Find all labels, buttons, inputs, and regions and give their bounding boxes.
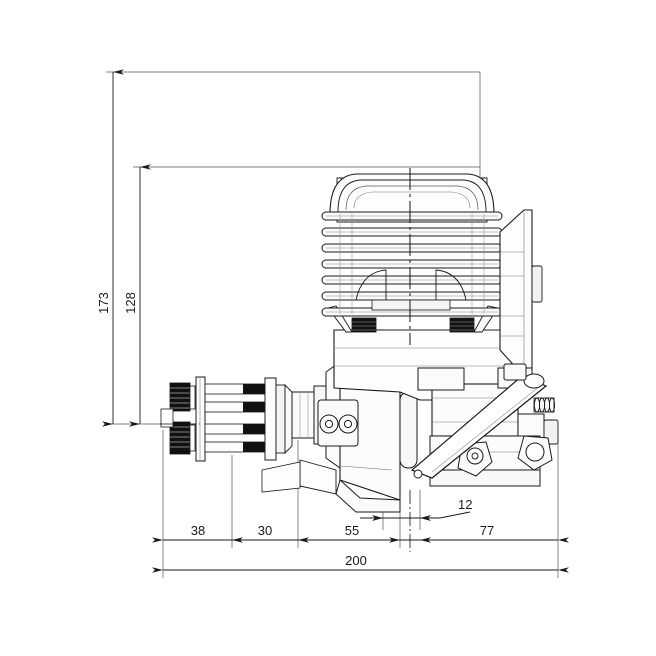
dimension-173-label: 173 bbox=[96, 292, 111, 314]
fin-band bbox=[321, 243, 503, 253]
cylinder-bolt-head-right bbox=[449, 317, 475, 333]
drive-washer bbox=[195, 376, 206, 462]
dimension-77: 77 bbox=[420, 523, 569, 543]
rear-mounting-plate bbox=[499, 209, 543, 373]
hub-shaft-end bbox=[160, 408, 174, 428]
fin-band bbox=[321, 211, 503, 221]
hub-knurled-nut-lower bbox=[169, 421, 196, 455]
dimension-30: 30 bbox=[258, 523, 272, 538]
dimension-200-label: 200 bbox=[345, 553, 367, 568]
dimension-128: 128 bbox=[123, 164, 151, 427]
dimension-200: 200 bbox=[152, 553, 569, 573]
dimension-77-label: 77 bbox=[480, 523, 494, 538]
prop-shaft-splines bbox=[204, 383, 266, 453]
needle-valve bbox=[533, 397, 556, 413]
prop-drive-hub-assembly bbox=[160, 376, 293, 462]
dimension-chain: 38 30 55 77 bbox=[152, 523, 569, 543]
fin-band bbox=[321, 259, 503, 269]
dimension-38-label: 38 bbox=[191, 523, 205, 538]
hub-knurled-nut-upper bbox=[169, 382, 196, 412]
dimension-55-label: 55 bbox=[345, 523, 359, 538]
dimension-173: 173 bbox=[96, 69, 124, 427]
cylinder-cooling-fins bbox=[321, 173, 503, 317]
dimension-128-label: 128 bbox=[123, 292, 138, 314]
shaft-collar-plate bbox=[264, 377, 277, 461]
crankcase-rib bbox=[399, 391, 418, 469]
dimension-12: 12 bbox=[360, 497, 472, 521]
dimension-30-label: 30 bbox=[258, 523, 272, 538]
fin-band bbox=[321, 275, 503, 285]
fin-band bbox=[321, 227, 503, 237]
carb-intake-top bbox=[417, 367, 465, 391]
dimension-12-label: 12 bbox=[458, 497, 472, 512]
cylinder-bolt-head-left bbox=[351, 317, 377, 333]
dimension-55: 55 bbox=[298, 523, 400, 543]
centerlines bbox=[160, 168, 411, 552]
throttle-linkage-arm bbox=[410, 363, 548, 479]
extension-lines bbox=[106, 71, 559, 578]
rear-plate-lug bbox=[531, 265, 543, 303]
fin-band bbox=[321, 291, 503, 301]
dimension-38: 38 bbox=[152, 523, 243, 543]
